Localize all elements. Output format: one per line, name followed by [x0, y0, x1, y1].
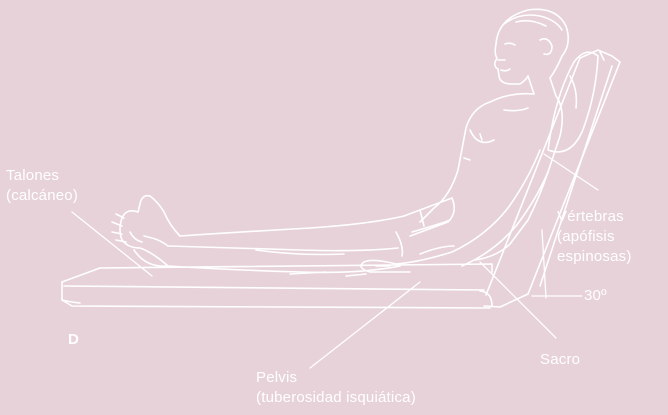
patient-head [495, 9, 568, 96]
patient-feet [112, 196, 180, 267]
patient-torso [420, 94, 562, 260]
vertebrae-label: Vértebras (apófisis espinosas) [557, 207, 632, 267]
heels-label: Talones (calcáneo) [6, 166, 78, 206]
heels-label-line1: Talones [6, 166, 78, 186]
pelvis-label-line2: (tuberosidad isquiática) [256, 388, 416, 408]
pelvis-label: Pelvis (tuberosidad isquiática) [256, 368, 416, 408]
vertebrae-label-line1: Vértebras [557, 207, 632, 227]
sacrum-label: Sacro [540, 350, 580, 370]
vertebrae-label-line3: espinosas) [557, 247, 632, 267]
patient-shorts [396, 198, 454, 256]
panel-letter: D [68, 331, 79, 348]
angle-label: 30º [584, 286, 607, 306]
angle-tick-line [542, 230, 546, 298]
pelvis-leader-line [310, 282, 420, 368]
pelvis-label-line1: Pelvis [256, 368, 416, 388]
vertebrae-label-line2: (apófisis [557, 227, 632, 247]
heels-label-line2: (calcáneo) [6, 186, 78, 206]
backrest-wedge [484, 50, 620, 307]
